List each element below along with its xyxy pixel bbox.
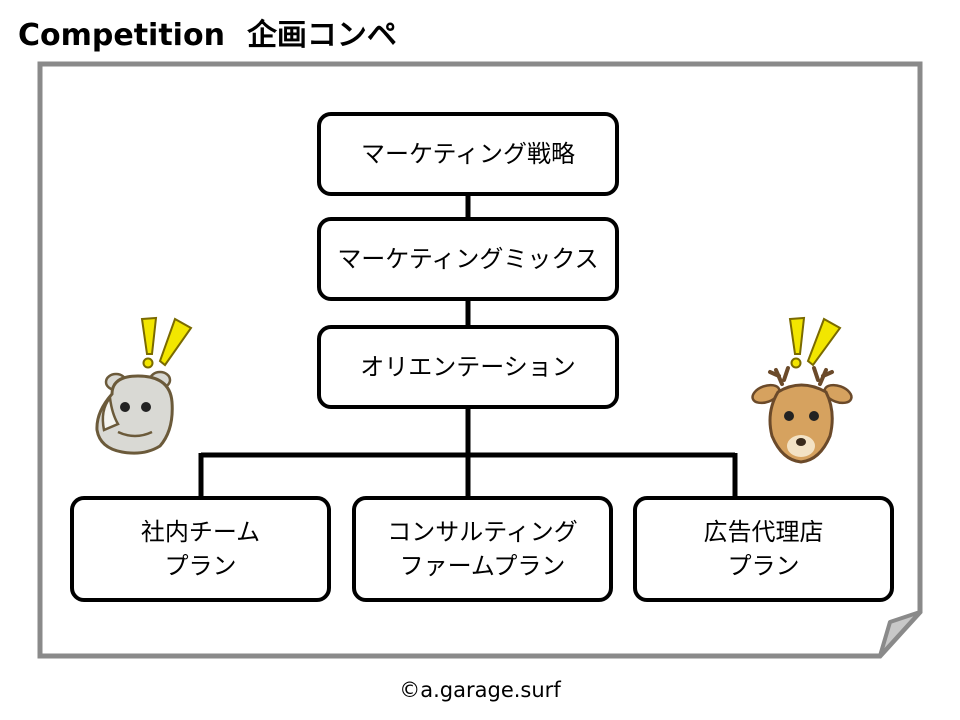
node-label: オリエンテーション (360, 353, 576, 381)
node-label: マーケティング戦略 (360, 140, 576, 168)
page-title: Competition 企画コンペ (18, 10, 397, 54)
exclamation-icon (140, 316, 158, 355)
node-label: プラン (727, 552, 800, 580)
copyright-text: ©a.garage.surf (399, 678, 561, 702)
exclamation-icon (788, 316, 806, 355)
exclamation-icon (806, 317, 842, 367)
node-label: コンサルティング (387, 518, 578, 546)
node-ad-agency-plan: 広告代理店 プラン (633, 496, 894, 602)
page-curl (878, 610, 922, 658)
node-internal-team-plan: 社内チーム プラン (70, 496, 331, 602)
node-label: ファームプラン (399, 552, 566, 580)
node-label: 広告代理店 (703, 518, 824, 546)
node-label: 社内チーム (140, 518, 261, 546)
node-marketing-strategy: マーケティング戦略 (317, 112, 619, 196)
title-japanese: 企画コンペ (246, 18, 397, 53)
exclamation-icon (158, 317, 193, 367)
node-marketing-mix: マーケティングミックス (317, 217, 619, 301)
node-orientation: オリエンテーション (317, 325, 619, 409)
connector-lines (198, 193, 738, 498)
title-english: Competition (18, 18, 225, 53)
node-label: プラン (164, 552, 237, 580)
node-label: マーケティングミックス (337, 245, 599, 273)
rhino-icon (95, 316, 193, 455)
deer-icon (751, 316, 853, 464)
node-consulting-firm-plan: コンサルティング ファームプラン (352, 496, 613, 602)
